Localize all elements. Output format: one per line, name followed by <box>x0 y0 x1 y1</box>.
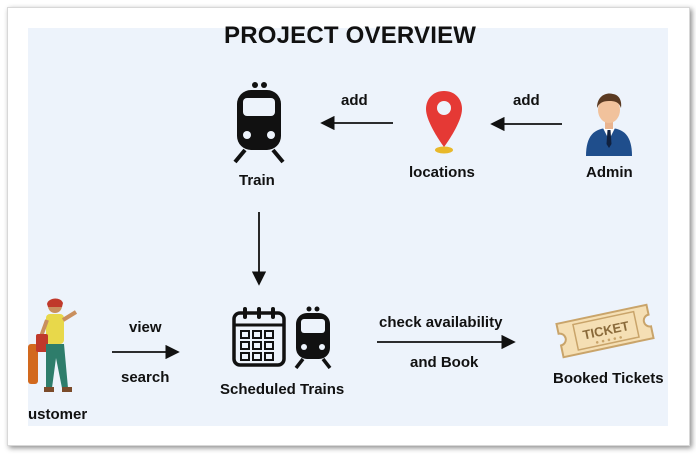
node-customer-label: ustomer <box>28 406 88 423</box>
scheduled-train-icon <box>294 306 332 369</box>
edge-label-and-book: and Book <box>410 354 479 371</box>
customer-icon <box>28 298 78 392</box>
edge-label-add-admin: add <box>513 92 540 109</box>
ticket-icon: TICKET <box>555 303 655 359</box>
edge-label-check-availability: check availability <box>379 314 503 331</box>
node-locations-label: locations <box>409 164 475 181</box>
edge-label-search: search <box>121 369 170 386</box>
diagram-panel <box>28 28 668 426</box>
train-icon <box>233 82 285 164</box>
calendar-icon <box>232 307 286 367</box>
node-train-label: Train <box>239 172 275 189</box>
edge-label-add-locations: add <box>341 92 368 109</box>
edge-label-view: view <box>129 319 162 336</box>
node-scheduled-trains-label: Scheduled Trains <box>220 381 345 398</box>
location-pin-icon <box>426 91 462 154</box>
diagram-title: PROJECT OVERVIEW <box>224 22 477 49</box>
admin-icon <box>586 93 632 156</box>
node-admin-label: Admin <box>586 164 633 181</box>
node-booked-tickets-label: Booked Tickets <box>553 370 664 387</box>
